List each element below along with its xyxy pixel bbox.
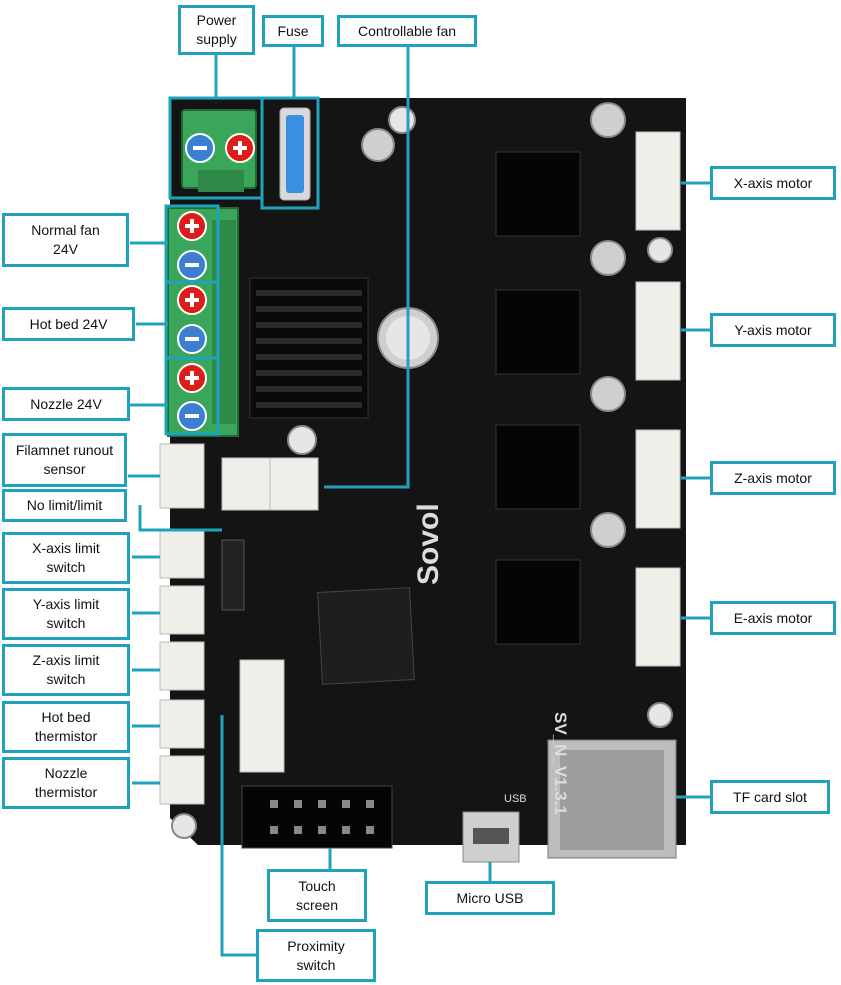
limit-jumper xyxy=(221,539,245,611)
mounting-hole xyxy=(388,106,416,134)
proximity-switch-label: Proximity switch xyxy=(256,929,376,982)
z-motor-label: Z-axis motor xyxy=(710,461,836,495)
mcu-chip xyxy=(317,587,415,685)
x-motor-label: X-axis motor xyxy=(710,166,836,200)
normal-fan-label: Normal fan 24V xyxy=(2,213,129,267)
x-limit-label: X-axis limit switch xyxy=(2,532,130,584)
fuse-label: Fuse xyxy=(262,15,324,47)
no-limit-label: No limit/limit xyxy=(2,489,127,522)
version-text: SV_N_V1.3.1 xyxy=(551,712,570,815)
proximity-connector xyxy=(239,659,285,773)
bulk-capacitor xyxy=(377,307,439,369)
mounting-hole xyxy=(287,425,317,455)
brand-text: Sovol xyxy=(412,503,445,585)
usb-text: USB xyxy=(504,793,527,805)
filament-runout-label: Filamnet runout sensor xyxy=(2,433,127,487)
tf-card-label: TF card slot xyxy=(710,780,830,814)
tf-card-slot-inner xyxy=(560,750,664,850)
touch-screen-label: Touch screen xyxy=(267,869,367,922)
minus-icon-bar xyxy=(193,146,207,150)
power-supply-label: Power supply xyxy=(178,5,255,55)
micro-usb-label: Micro USB xyxy=(425,881,555,915)
fuse-icon xyxy=(286,115,304,193)
mounting-hole xyxy=(647,237,673,263)
micro-usb-slot xyxy=(473,828,509,844)
touch-screen-header xyxy=(241,785,393,849)
y-limit-label: Y-axis limit switch xyxy=(2,588,130,640)
terminal-column xyxy=(212,220,236,424)
hot-bed-24v-label: Hot bed 24V xyxy=(2,307,135,341)
controllable-fan-label: Controllable fan xyxy=(337,15,477,47)
stepper-driver-heatsinks xyxy=(495,151,581,645)
small-capacitor xyxy=(361,128,395,162)
fan-connectors xyxy=(221,457,319,511)
e-motor-label: E-axis motor xyxy=(710,601,836,635)
mounting-hole xyxy=(647,702,673,728)
plus-icon-bar-v xyxy=(238,141,242,155)
motor-connectors xyxy=(635,131,681,667)
cap-row xyxy=(590,102,626,548)
nozzle-24v-label: Nozzle 24V xyxy=(2,387,130,421)
z-limit-label: Z-axis limit switch xyxy=(2,644,130,696)
hot-bed-thermistor-label: Hot bed thermistor xyxy=(2,701,130,753)
y-motor-label: Y-axis motor xyxy=(710,313,836,347)
power-terminal-base xyxy=(198,170,244,192)
left-connectors xyxy=(159,443,205,805)
mounting-hole xyxy=(171,813,197,839)
mosfet-heatsink xyxy=(249,277,369,419)
nozzle-thermistor-label: Nozzle thermistor xyxy=(2,757,130,809)
